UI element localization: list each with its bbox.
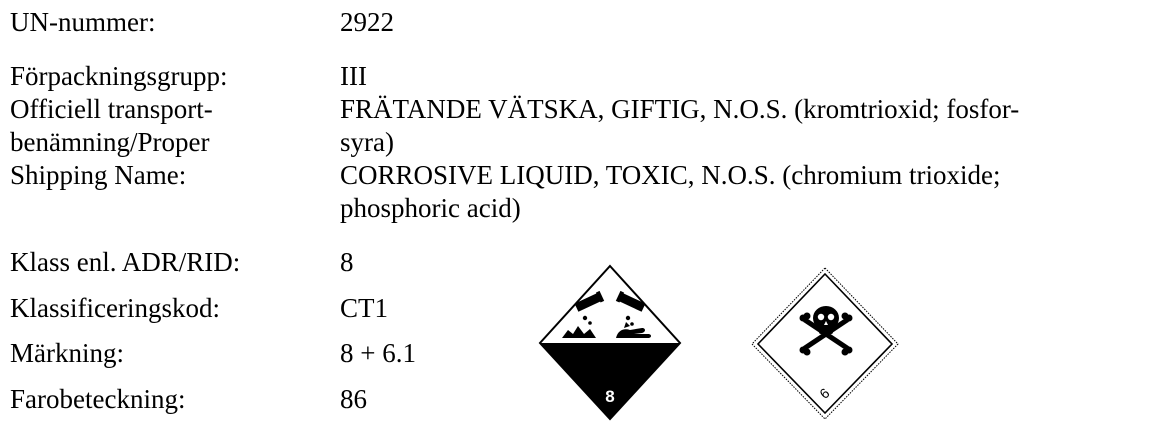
- labelling-label: Märkning:: [10, 338, 124, 368]
- corrosive-pictogram: 8: [538, 264, 682, 421]
- shipping-name-swedish-line-2: syra): [340, 127, 394, 157]
- shipping-name-label-line-1: Officiell transport-: [10, 94, 213, 124]
- corrosive-icon: [562, 290, 651, 338]
- labelling-value: 8 + 6.1: [340, 338, 416, 368]
- toxic-pictogram: 6: [751, 267, 899, 420]
- un-number-label: UN-nummer:: [10, 7, 156, 37]
- hazard-number-value: 86: [340, 384, 367, 414]
- skull-crossbones-icon: [799, 306, 853, 356]
- class-value: 8: [340, 247, 354, 277]
- shipping-name-english-line-1: CORROSIVE LIQUID, TOXIC, N.O.S. (chromiu…: [340, 160, 1001, 190]
- shipping-name-english-line-2: phosphoric acid): [340, 193, 521, 223]
- shipping-name-label-line-3: Shipping Name:: [10, 160, 187, 190]
- corrosive-class-number: 8: [605, 387, 614, 406]
- packing-group-value: III: [340, 61, 367, 91]
- hazard-number-label: Farobeteckning:: [10, 384, 186, 414]
- shipping-name-label-line-2: benämning/Proper: [10, 127, 210, 157]
- un-number-value: 2922: [340, 7, 394, 37]
- classification-code-label: Klassificeringskod:: [10, 293, 220, 323]
- classification-code-value: CT1: [340, 293, 389, 323]
- class-label: Klass enl. ADR/RID:: [10, 247, 241, 277]
- shipping-name-swedish-line-1: FRÄTANDE VÄTSKA, GIFTIG, N.O.S. (kromtri…: [340, 94, 1020, 124]
- packing-group-label: Förpackningsgrupp:: [10, 61, 228, 91]
